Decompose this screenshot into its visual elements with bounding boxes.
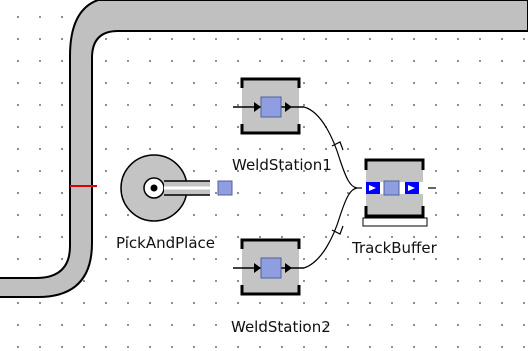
pickandplace-icon[interactable] (120, 154, 233, 222)
connection-weldstation1-to-trackbuffer (303, 106, 358, 189)
gripper-part-icon (217, 180, 233, 196)
weldstation2-label: WeldStation2 (231, 318, 331, 336)
trackbuffer-label: TrackBuffer (352, 239, 437, 257)
track-outer-edge (0, 0, 528, 298)
weldstation1-label: WeldStation1 (232, 156, 332, 174)
connection-weldstation2-to-trackbuffer (303, 187, 358, 269)
track-surface (0, 0, 528, 297)
arrow-head (331, 141, 344, 151)
trackbuffer-icon[interactable] (362, 158, 428, 227)
pickandplace-label: PickAndPlace (116, 234, 215, 252)
arrow-head (331, 225, 344, 235)
conveyor-track[interactable] (0, 0, 528, 298)
weldstation2-icon[interactable] (233, 238, 304, 296)
track-inner-edge (0, 0, 99, 279)
weldstation1-icon[interactable] (233, 77, 304, 135)
connections (303, 106, 436, 269)
